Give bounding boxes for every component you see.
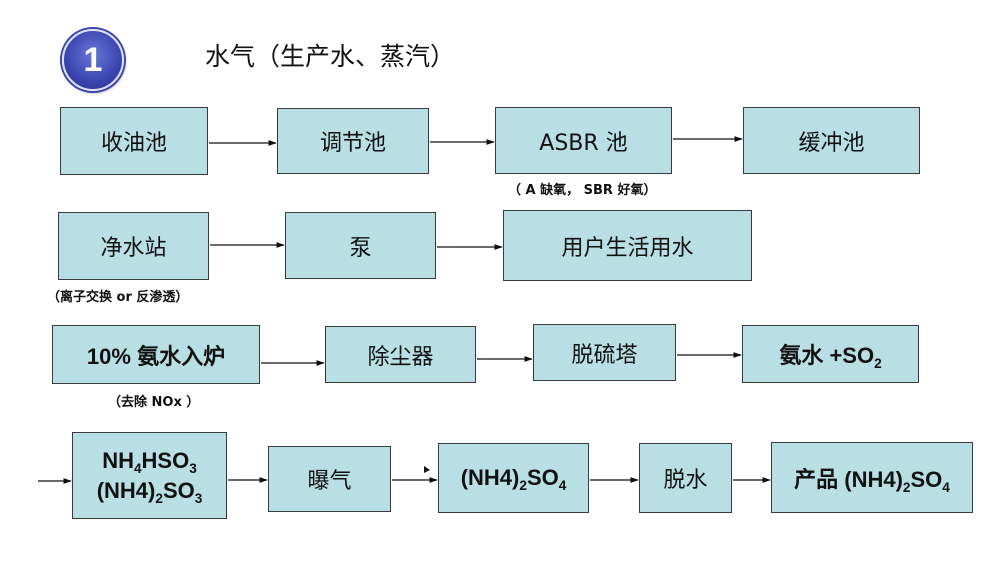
desulfurization-tower-box: 脱硫塔 [533, 324, 676, 381]
dust-collector-box: 除尘器 [325, 326, 476, 383]
ammonium-sulfate-label: (NH4)2SO4 [460, 465, 567, 493]
product-box: 产品 (NH4)2SO4 [771, 442, 973, 513]
buffer-tank-label: 缓冲池 [798, 130, 865, 156]
oil-collection-tank-box: 收油池 [60, 107, 208, 175]
dewatering-label: 脱水 [663, 468, 708, 493]
ammonia-so2-label: 氨水 +SO2 [779, 343, 882, 371]
asbr-note: （ A 缺氧， SBR 好氧） [508, 183, 657, 198]
ammonia-so2-box: 氨水 +SO2 [742, 325, 919, 383]
pump-box: 泵 [285, 212, 436, 279]
domestic-water-label: 用户生活用水 [561, 235, 694, 261]
water-purification-station-box: 净水站 [58, 212, 209, 280]
regulating-tank-label: 调节池 [319, 131, 386, 156]
diagram-title: 水气（生产水、蒸汽） [205, 42, 456, 71]
oil-collection-tank-label: 收油池 [100, 131, 167, 156]
ammonia-injection-box: 10% 氨水入炉 [52, 325, 260, 384]
stray-arrowhead-mark [424, 466, 430, 473]
ammonium-sulfite-box: NH4HSO3 (NH4)2SO3 [72, 432, 227, 519]
purification-note: （离子交换 or 反渗透） [47, 290, 189, 305]
ammonia-injection-label: 10% 氨水入炉 [86, 343, 226, 369]
water-purification-station-label: 净水站 [100, 236, 167, 261]
asbr-tank-box: ASBR 池 [495, 107, 672, 174]
step-number-badge: 1 [62, 29, 124, 91]
asbr-tank-label: ASBR 池 [539, 130, 628, 156]
product-label: 产品 (NH4)2SO4 [794, 466, 950, 495]
ammonium-sulfite-label: NH4HSO3 (NH4)2SO3 [96, 447, 203, 506]
buffer-tank-box: 缓冲池 [743, 107, 920, 174]
nox-removal-note: （去除 NOx ） [108, 395, 200, 410]
aeration-label: 曝气 [307, 469, 352, 494]
pump-label: 泵 [349, 235, 372, 261]
dust-collector-label: 除尘器 [367, 344, 434, 370]
regulating-tank-box: 调节池 [277, 108, 429, 174]
ammonium-sulfate-box: (NH4)2SO4 [438, 443, 589, 513]
desulfurization-tower-label: 脱硫塔 [571, 342, 638, 368]
domestic-water-box: 用户生活用水 [503, 210, 752, 281]
dewatering-box: 脱水 [639, 443, 732, 513]
aeration-box: 曝气 [268, 446, 391, 512]
